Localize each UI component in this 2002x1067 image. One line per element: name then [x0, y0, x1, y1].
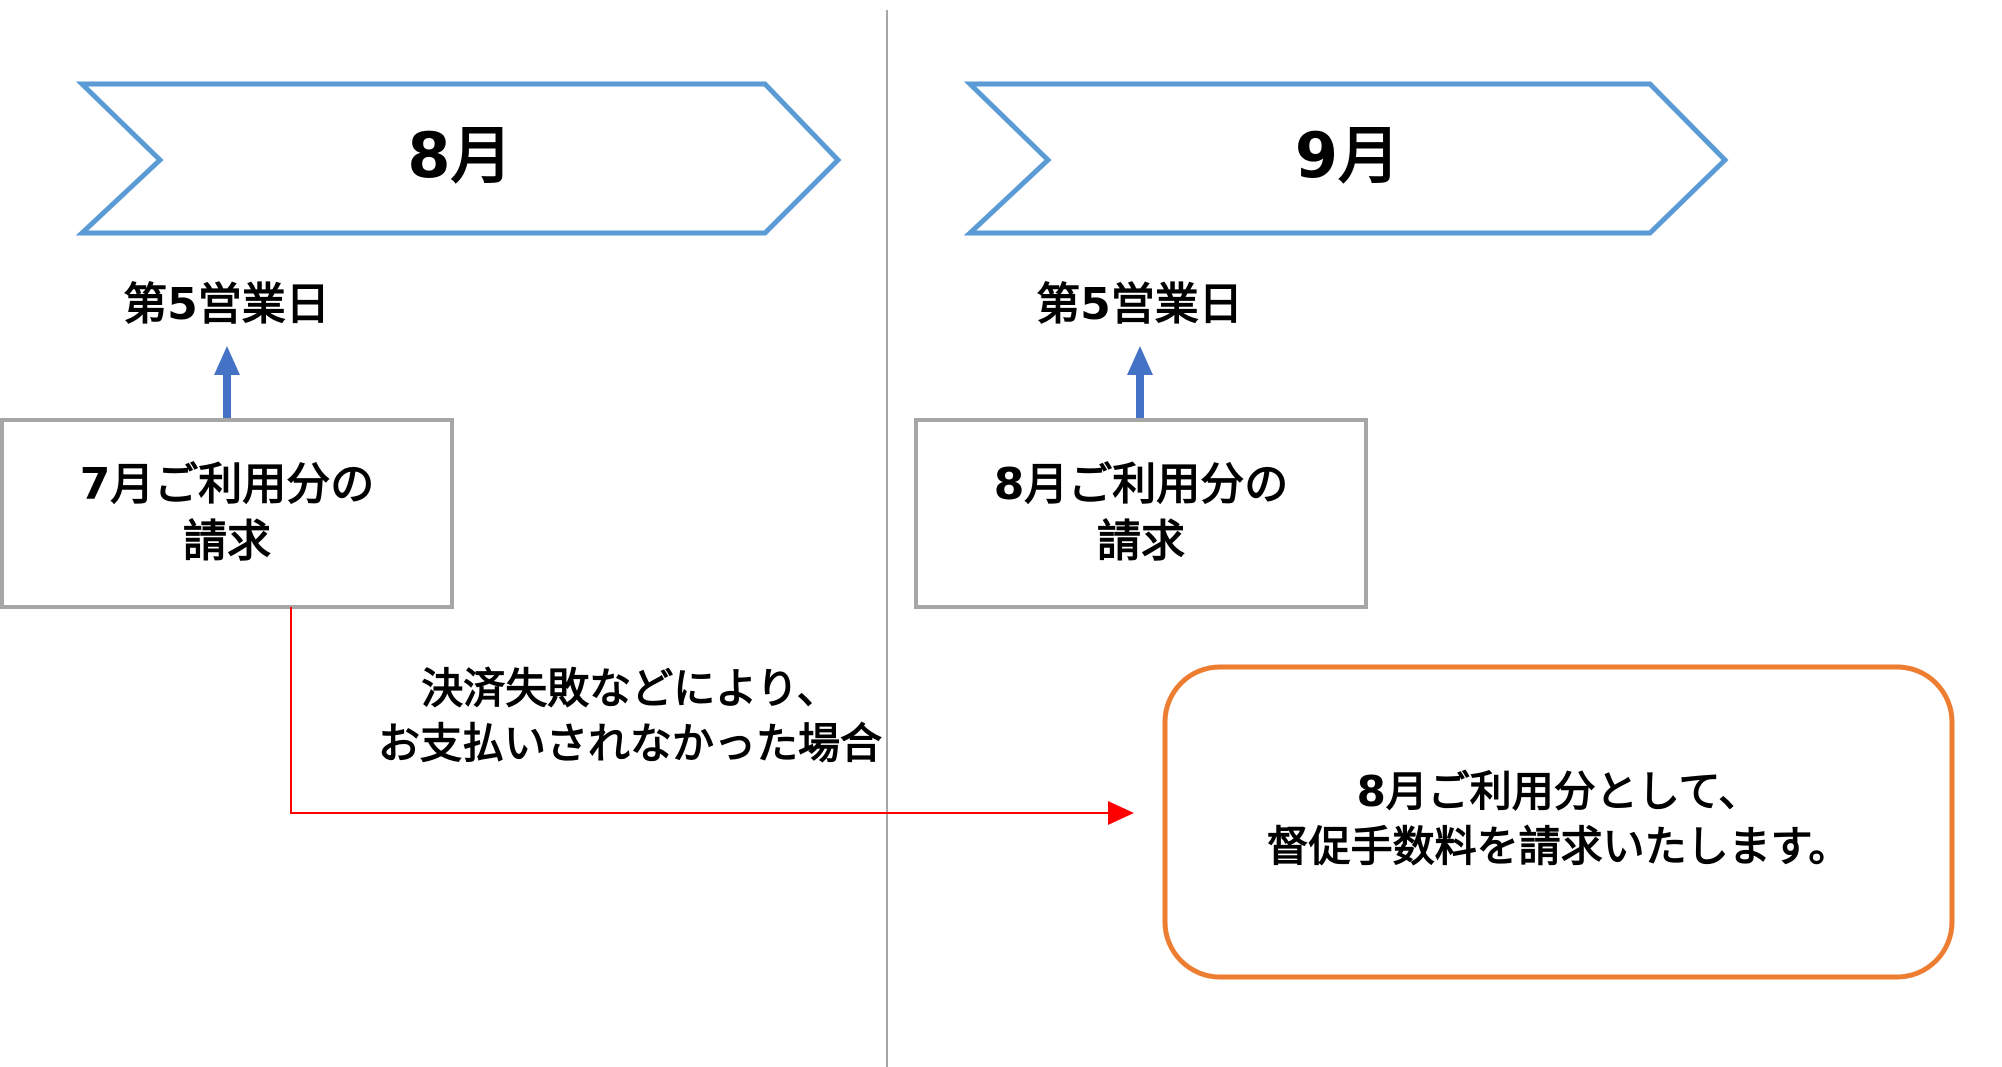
fifth-business-day-label-august: 第5営業日	[123, 279, 330, 330]
month-label-august: 8月	[407, 119, 513, 192]
result-text-line: 督促手数料を請求いたします。	[1266, 821, 1851, 871]
billing-text-line: 8月ご利用分の	[993, 459, 1289, 510]
failed-payment-flow-arrow	[290, 607, 1122, 818]
late-fee-result-box	[1162, 664, 1955, 980]
chevron-september	[963, 81, 1729, 236]
fifth-business-day-label-september: 第5営業日	[1036, 279, 1243, 330]
month-label-september: 9月	[1294, 119, 1401, 192]
up-arrow-august-head	[214, 346, 240, 375]
billing-text-line: 請求	[1097, 516, 1185, 568]
failed-payment-arrowhead	[1108, 801, 1134, 825]
billing-box-july-usage	[0, 418, 454, 609]
result-text-line: 8月ご利用分として、	[1356, 767, 1761, 816]
billing-text-line: 請求	[183, 516, 271, 568]
up-arrow-september-head	[1127, 346, 1153, 375]
billing-text-july-usage: 7月ご利用分の 請求	[2, 456, 452, 570]
billing-box-august-usage	[914, 418, 1368, 609]
billing-text-line: 7月ご利用分の	[79, 459, 375, 510]
billing-text-august-usage: 8月ご利用分の 請求	[916, 456, 1366, 570]
chevron-august	[75, 81, 842, 236]
late-fee-result-text: 8月ご利用分として、 督促手数料を請求いたします。	[1165, 765, 1952, 874]
condition-note-line: 決済失敗などにより、	[421, 664, 839, 713]
condition-note-line: お支払いされなかった場合	[377, 718, 882, 768]
failed-payment-condition-note: 決済失敗などにより、 お支払いされなかった場合	[330, 662, 930, 771]
